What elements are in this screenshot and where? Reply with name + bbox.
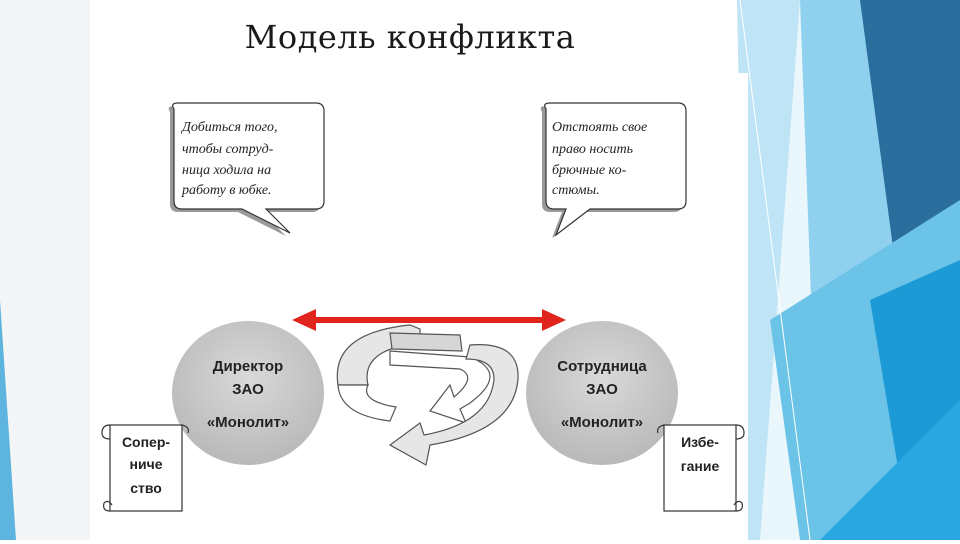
bubble-right-line: право носить [552,142,633,157]
bubble-right-line: Отстоять свое [552,120,647,135]
party-right-line3: «Монолит» [561,414,643,431]
scroll-left-line: ниче [130,456,163,472]
party-right-line2: ЗАО [586,381,618,398]
party-left-line1: Директор [213,358,283,375]
party-right-line1: Сотрудница [557,358,647,375]
conflict-double-arrow [292,309,566,331]
conflict-diagram: Добиться того, чтобы сотруд- ница ходила… [90,73,748,540]
scroll-left-line: Сопер- [122,434,170,450]
speech-bubble-right: Отстоять свое право носить брючные ко- с… [541,103,686,238]
cycle-arrows-icon [337,325,518,465]
bubble-left-line: работу в юбке. [181,183,272,198]
bubble-left-line: чтобы сотруд- [182,142,274,157]
party-left-line2: ЗАО [232,381,264,398]
scroll-right-line: Избе- [681,434,719,450]
diagram-panel: Добиться того, чтобы сотруд- ница ходила… [90,73,748,540]
bubble-right-line: стюмы. [552,183,600,198]
scroll-right-line: гание [681,458,720,474]
speech-bubble-left: Добиться того, чтобы сотруд- ница ходила… [169,103,324,236]
bubble-left-line: Добиться того, [180,120,278,135]
scroll-right: Избе- гание [658,425,744,511]
bubble-right-line: брючные ко- [552,163,627,178]
scroll-left-line: ство [130,480,162,496]
scroll-left: Сопер- ниче ство [102,425,188,511]
party-left-line3: «Монолит» [207,414,289,431]
slide-title: Модель конфликта [200,18,620,56]
bubble-left-line: ница ходила на [182,163,271,178]
